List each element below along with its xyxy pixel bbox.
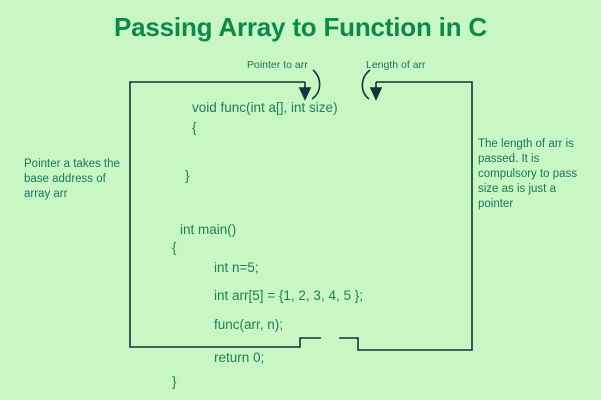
curved-arc-icon-left (311, 69, 321, 100)
curved-arc-icon-right (361, 69, 371, 100)
code-line: } (185, 168, 190, 183)
callout-length-of-arr: Length of arr (366, 59, 426, 71)
code-line: return 0; (214, 350, 265, 365)
code-line: } (172, 374, 177, 389)
down-arrow-icon-length (369, 87, 383, 101)
annotation-left: Pointer a takes the base address of arra… (24, 158, 120, 200)
code-line: int n=5; (214, 260, 259, 275)
code-line: int arr[5] = {1, 2, 3, 4, 5 }; (214, 288, 363, 303)
code-line: void func(int a[], int size) (192, 100, 338, 115)
connector-path-length (339, 81, 473, 351)
code-line: { (172, 240, 177, 255)
down-arrow-icon-pointer (298, 87, 312, 101)
annotation-right: The length of arr is passed. It is compu… (478, 138, 578, 210)
code-line: { (192, 120, 197, 135)
code-line: func(arr, n); (214, 317, 284, 332)
code-line: int main() (180, 222, 237, 237)
callout-pointer-to-arr: Pointer to arr (247, 59, 308, 71)
connector-path-pointer (129, 81, 321, 348)
page-title: Passing Array to Function in C (114, 12, 487, 42)
